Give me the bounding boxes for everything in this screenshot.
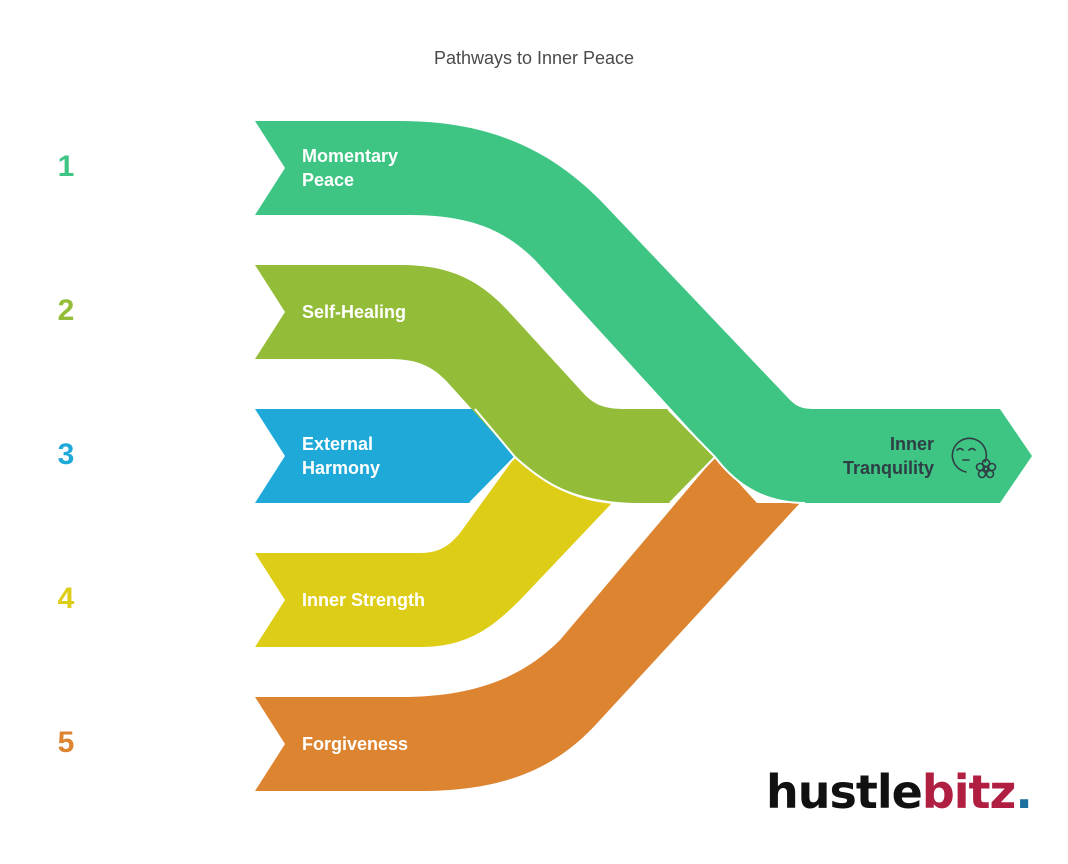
separator-line	[474, 408, 616, 504]
logo-part-1: hustle	[766, 765, 923, 819]
band-self-healing	[255, 265, 715, 503]
logo-dot: .	[1015, 765, 1033, 819]
diagram-title: Pathways to Inner Peace	[433, 48, 635, 68]
brand-logo: hustlebitz.	[766, 764, 1033, 820]
label-line: External	[302, 434, 374, 454]
label-line: Inner	[889, 434, 934, 454]
pathway-label-forgiveness: Forgiveness	[302, 734, 409, 754]
step-number-1: 1	[57, 150, 75, 183]
peaceful-face-flower-icon	[951, 437, 997, 479]
label-line: Peace	[302, 170, 355, 190]
label-line: Tranquility	[842, 458, 934, 478]
band-external-harmony	[255, 409, 515, 503]
separator-line	[667, 408, 806, 504]
step-number-5: 5	[57, 726, 75, 759]
pathway-label-inner-strength: Inner Strength	[302, 590, 426, 610]
label-line: Momentary	[302, 146, 399, 166]
logo-part-2: bitz	[921, 765, 1016, 819]
step-number-2: 2	[57, 294, 75, 327]
pathway-label-momentary-peace: Momentary Peace	[302, 144, 398, 192]
label-line: Harmony	[302, 458, 381, 478]
band-momentary-peace	[255, 121, 1032, 503]
outcome-label: Inner Tranquility	[814, 432, 934, 480]
pathway-label-self-healing: Self-Healing	[302, 302, 407, 322]
separator-line	[469, 456, 516, 504]
band-forgiveness	[255, 457, 800, 791]
step-number-3: 3	[57, 438, 75, 471]
pathway-label-external-harmony: External Harmony	[302, 432, 380, 480]
band-inner-strength	[255, 457, 612, 647]
separator-line	[669, 456, 716, 504]
step-number-4: 4	[57, 582, 75, 615]
